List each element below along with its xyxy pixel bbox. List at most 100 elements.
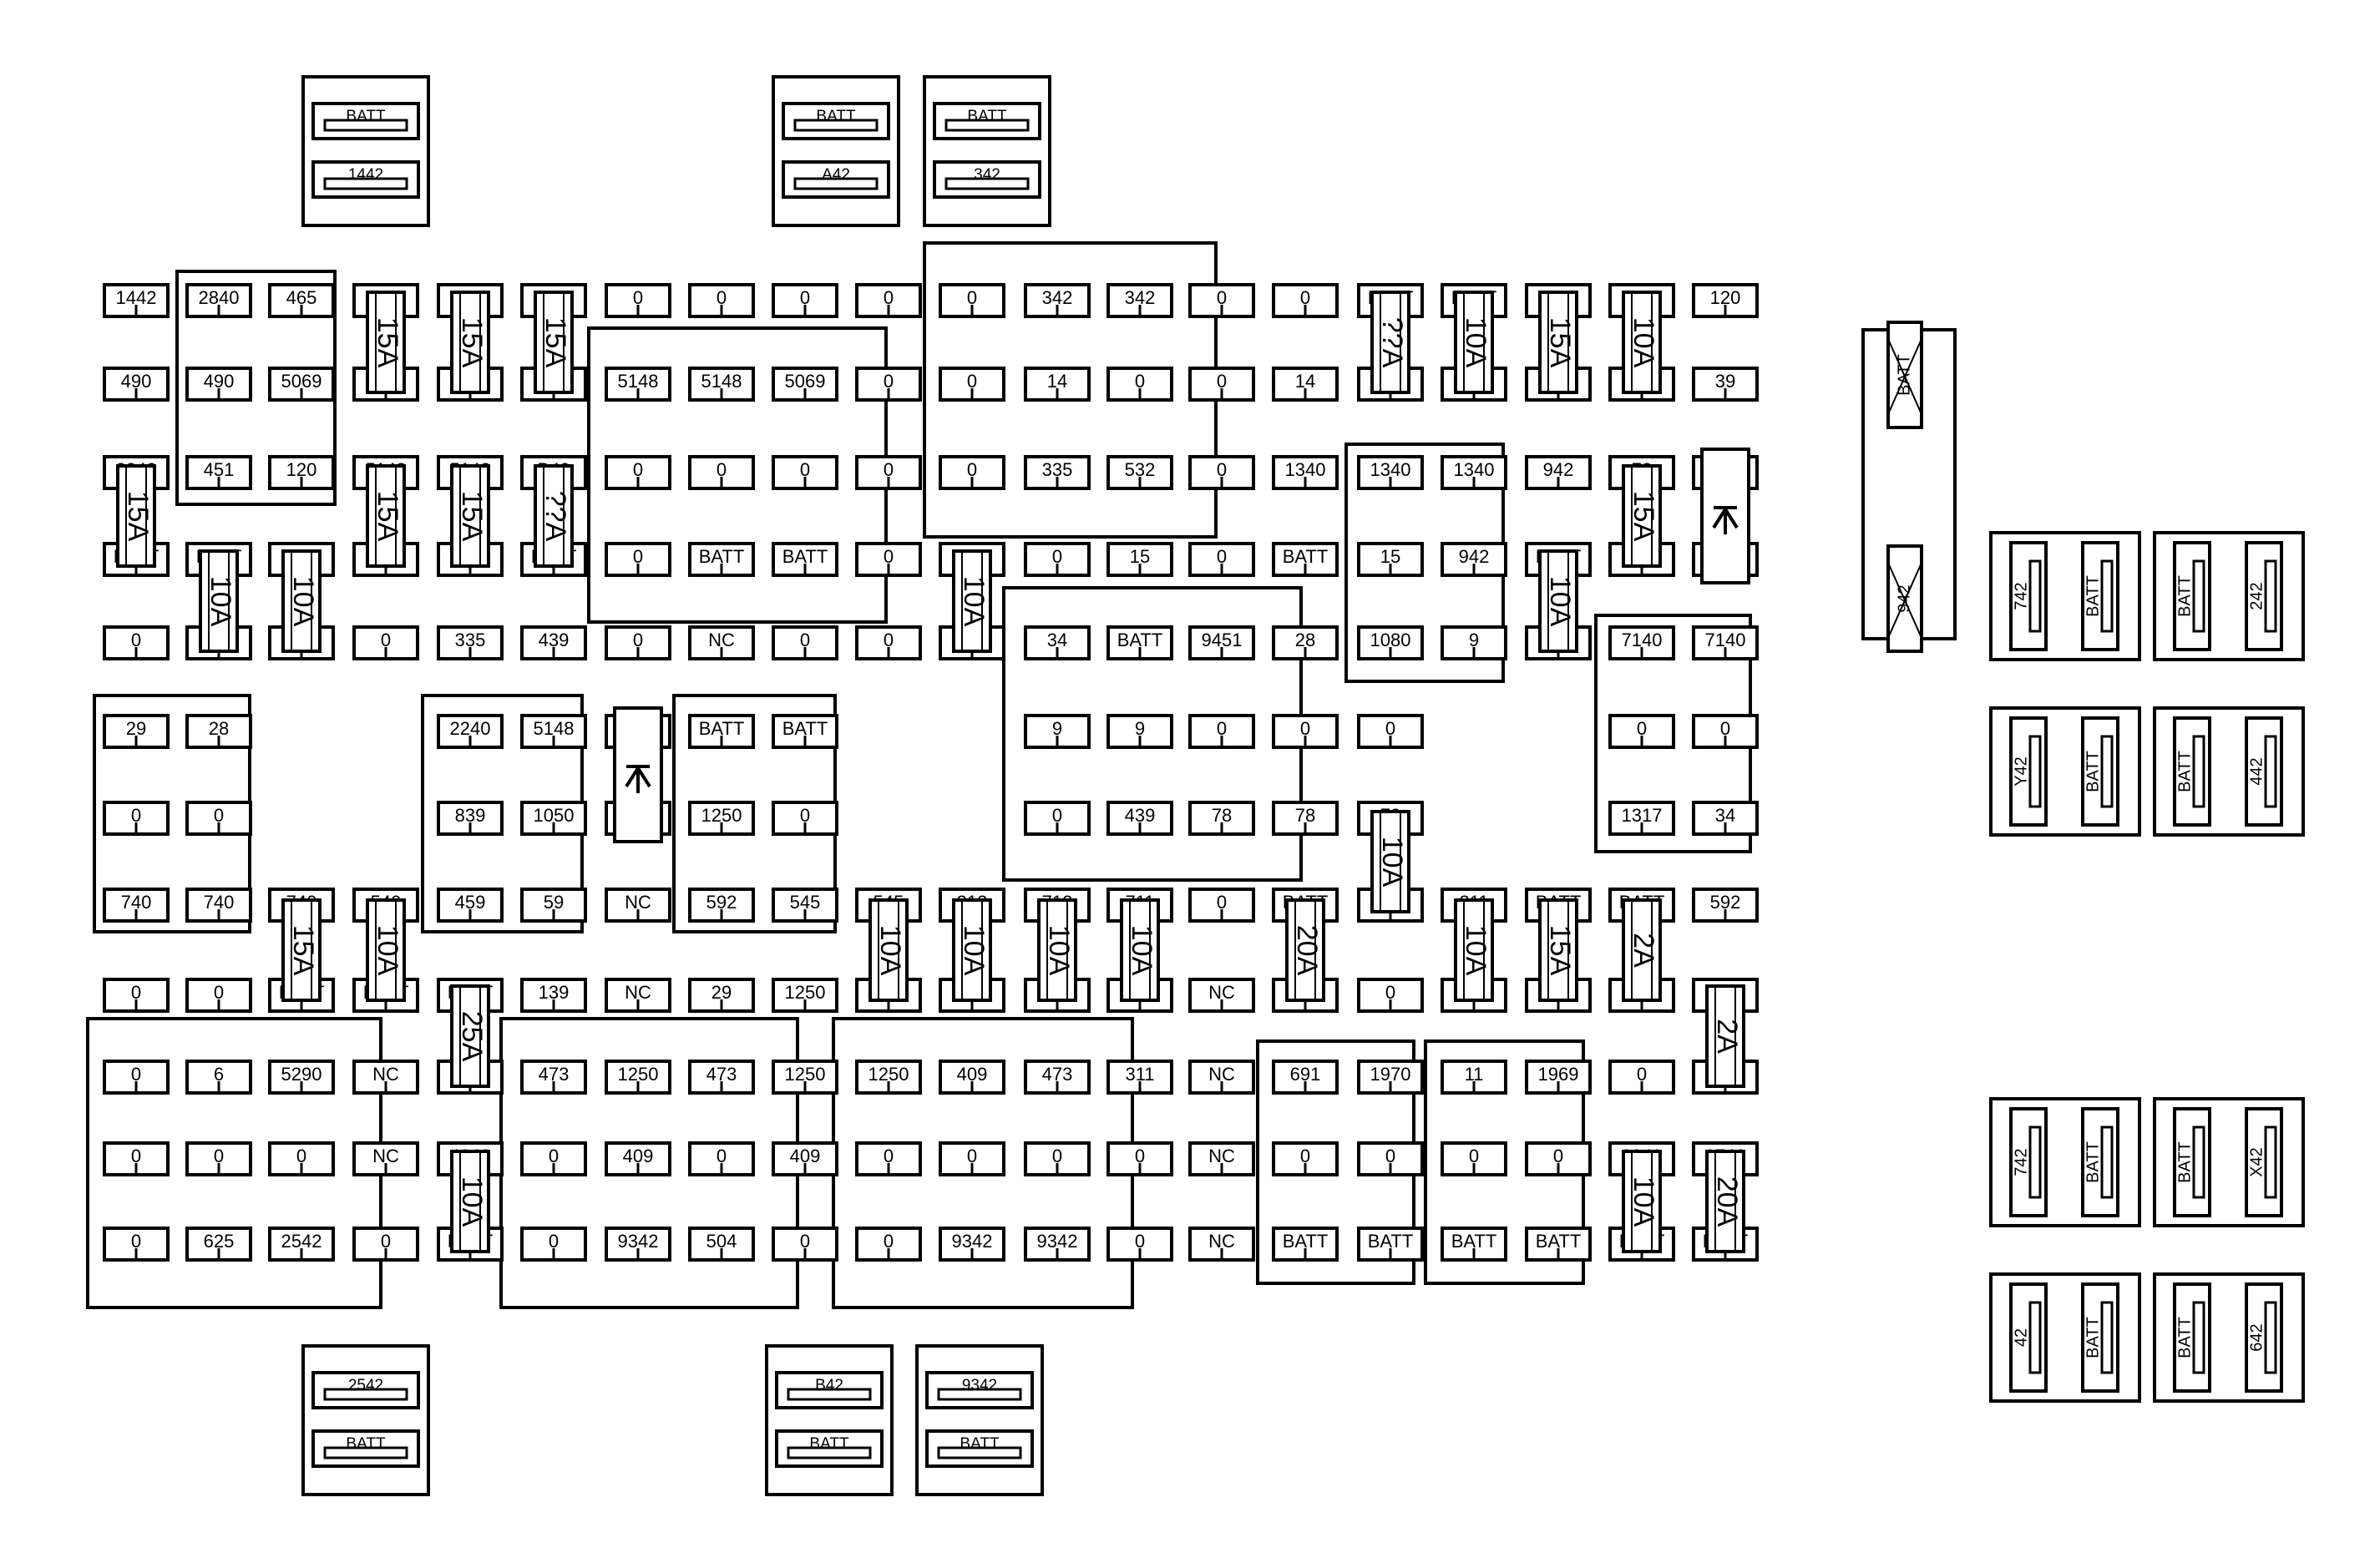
terminal-cell: 335	[437, 625, 504, 660]
terminal-cell: 0	[1188, 367, 1255, 402]
terminal-label: 409	[790, 1146, 821, 1166]
fuse-rating: 10A	[1544, 576, 1576, 627]
terminal-label: 2240	[450, 718, 491, 739]
terminal-cell: 0	[772, 1227, 838, 1262]
terminal-label: 78	[1295, 805, 1315, 826]
terminal-cell: 5148	[605, 367, 671, 402]
terminal-cell: 451	[185, 455, 252, 490]
relay-slot-label: BATT	[2175, 751, 2194, 792]
terminal-cell: 0	[1357, 1141, 1424, 1176]
fuse: 10A	[1454, 291, 1494, 394]
fuse-rating: 15A	[456, 317, 488, 368]
terminal-label: 29	[711, 982, 732, 1003]
terminal-label: 0	[633, 630, 643, 650]
terminal-label: 473	[1042, 1064, 1073, 1085]
terminal-cell: BATT	[1525, 1227, 1592, 1262]
relay-slot-label: BATT	[2084, 1317, 2102, 1358]
relay-slot-label: BATT	[2175, 1141, 2194, 1183]
fuse-rating: 20A	[1711, 1176, 1743, 1227]
terminal-cell: 120	[1692, 283, 1759, 318]
terminal-cell: 409	[605, 1141, 671, 1176]
terminal-cell: 5290	[268, 1060, 335, 1095]
terminal-label: 311	[1125, 1064, 1154, 1085]
diode-icon	[1712, 506, 1739, 534]
terminal-label: 740	[121, 892, 152, 913]
terminal-cell: 14	[1024, 367, 1091, 402]
fuse-rating: 10A	[205, 576, 236, 627]
terminal-label: BATT	[1451, 1231, 1497, 1252]
terminal-label: 0	[214, 805, 224, 826]
terminal-label: 0	[1052, 1146, 1062, 1166]
terminal-cell: 0	[103, 1060, 170, 1095]
terminal-label: NC	[1208, 1231, 1235, 1252]
terminal-cell: NC	[352, 1141, 419, 1176]
fuse-rating: 15A	[1544, 317, 1576, 368]
fuse: 25A	[450, 984, 490, 1088]
terminal-cell: 0	[1106, 1141, 1173, 1176]
terminal-label: 34	[1715, 805, 1735, 826]
terminal-cell: 0	[1525, 1141, 1592, 1176]
fuse-rating: 10A	[874, 925, 906, 976]
fuse: 10A	[281, 549, 322, 653]
terminal-label: 28	[209, 718, 229, 739]
terminal-cell: 342	[1106, 283, 1173, 318]
terminal-label: 342	[1042, 287, 1073, 308]
terminal-cell: 0	[939, 1141, 1005, 1176]
terminal-label: 335	[1042, 459, 1073, 480]
fuse-rating: 15A	[539, 317, 571, 368]
terminal-label: 0	[214, 982, 224, 1003]
terminal-label: 409	[623, 1146, 654, 1166]
fuse: 10A	[868, 898, 909, 1002]
terminal-label: 5148	[618, 371, 659, 392]
terminal-cell: 439	[1106, 801, 1173, 836]
terminal-cell: 0	[103, 625, 170, 660]
terminal-label: 1250	[785, 982, 826, 1003]
terminal-cell: 0	[772, 801, 838, 836]
terminal-cell: 0	[1272, 283, 1339, 318]
fuse: 15A	[450, 464, 490, 568]
terminal-label: 545	[790, 892, 821, 913]
terminal-cell: 459	[437, 888, 504, 923]
terminal-label: 342	[1125, 287, 1156, 308]
terminal-label: 409	[957, 1064, 988, 1085]
terminal-label: NC	[708, 630, 735, 650]
terminal-cell: NC	[688, 625, 755, 660]
terminal-label: 0	[1217, 371, 1227, 392]
terminal-cell: 34	[1024, 625, 1091, 660]
terminal-cell: 29	[688, 978, 755, 1013]
terminal-cell: 2240	[437, 714, 504, 749]
terminal-cell: 0	[939, 455, 1005, 490]
terminal-label: 6	[214, 1064, 224, 1085]
terminal-label: NC	[372, 1064, 399, 1085]
terminal-cell: 0	[605, 283, 671, 318]
terminal-label: NC	[1208, 1146, 1235, 1166]
terminal-label: 0	[549, 1231, 559, 1252]
relay-slot-label: 642	[2247, 1323, 2266, 1351]
fuse-rating: 10A	[372, 925, 403, 976]
relay-slot-label: B42	[815, 1377, 843, 1394]
terminal-label: 0	[717, 1146, 727, 1166]
fuse: 15A	[1622, 464, 1662, 568]
terminal-cell: 139	[520, 978, 587, 1013]
terminal-label: 5069	[785, 371, 826, 392]
diode	[1700, 448, 1750, 584]
terminal-cell: 0	[772, 625, 838, 660]
fuse: ??A	[1370, 291, 1410, 394]
terminal-cell: 625	[185, 1227, 252, 1262]
terminal-cell: 0	[855, 367, 922, 402]
terminal-label: 9	[1469, 630, 1479, 650]
relay-layer: BATT1442BATTA42BATT3422542BATTB42BATT934…	[301, 75, 2305, 1496]
terminal-cell: 0	[103, 1141, 170, 1176]
terminal-cell: 0	[605, 625, 671, 660]
terminal-cell: 0	[605, 542, 671, 577]
relay-slot-label: BATT	[2175, 1317, 2194, 1358]
terminal-label: 0	[1217, 287, 1227, 308]
terminal-cell: BATT	[1272, 542, 1339, 577]
terminal-label: 1340	[1285, 459, 1326, 480]
terminal-cell: 1250	[688, 801, 755, 836]
terminal-cell: 0	[103, 801, 170, 836]
